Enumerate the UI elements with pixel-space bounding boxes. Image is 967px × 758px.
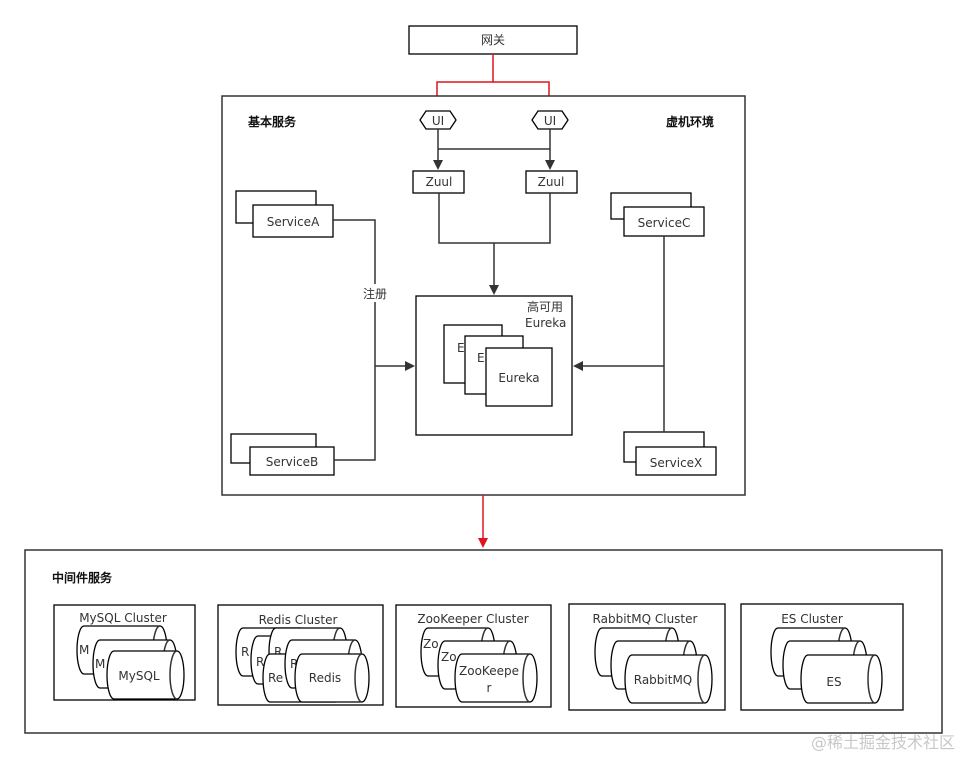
- cluster-front-label-wrap: r: [487, 681, 492, 695]
- ui-label: UI: [432, 114, 444, 128]
- rabbitmq-cluster: RabbitMQ Cluster RabbitMQ: [568, 603, 726, 711]
- zuul-label: Zuul: [426, 175, 453, 189]
- redis-cluster: Redis Cluster R R R Re R Redis: [217, 604, 384, 706]
- zuul-node-left: Zuul: [412, 170, 465, 194]
- eureka-front-label: Eureka: [498, 371, 539, 385]
- middleware-label: 中间件服务: [52, 570, 113, 585]
- cluster-back-label: R: [290, 657, 298, 671]
- zuul-node-right: Zuul: [525, 170, 578, 194]
- cluster-front-label: Redis: [309, 671, 341, 685]
- vm-env-label: 虚机环境: [666, 114, 714, 129]
- vm-section-label: 基本服务: [247, 114, 297, 129]
- cluster-front-label: RabbitMQ: [634, 673, 693, 687]
- es-cluster: ES Cluster ES: [740, 603, 904, 711]
- cluster-back-label: R: [256, 655, 264, 669]
- register-connector: 注册: [333, 219, 415, 461]
- cluster-title: MySQL Cluster: [79, 611, 167, 625]
- service-a-node: ServiceA: [235, 190, 334, 238]
- cluster-back-label: Zo: [441, 650, 457, 664]
- register-label: 注册: [363, 286, 387, 301]
- mysql-cluster: MySQL Cluster M M MySQL: [53, 604, 196, 701]
- service-a-label: ServiceA: [267, 215, 320, 229]
- service-c-x-connector: [573, 236, 665, 432]
- eureka-back-label: E: [457, 341, 465, 355]
- cluster-front-label: ES: [826, 675, 841, 689]
- ui-to-zuul-connector: [433, 129, 555, 170]
- eureka-ha-box: 高可用 Eureka E E Eureka: [415, 295, 573, 436]
- service-b-node: ServiceB: [230, 433, 335, 476]
- cluster-title: ZooKeeper Cluster: [417, 612, 528, 626]
- cluster-back-label: Zo: [423, 637, 439, 651]
- watermark: @稀土掘金技术社区: [811, 733, 955, 752]
- zuul-to-eureka-connector: [438, 193, 551, 295]
- zuul-label: Zuul: [538, 175, 565, 189]
- zookeeper-cluster: ZooKeeper Cluster Zo Zo ZooKeepe r: [395, 604, 552, 708]
- cluster-back-label: M: [95, 657, 105, 671]
- cluster-back-label: Re: [268, 671, 283, 685]
- service-c-label: ServiceC: [638, 216, 691, 230]
- service-x-label: ServiceX: [650, 456, 703, 470]
- cluster-back-label: M: [79, 643, 89, 657]
- cluster-back-label: R: [274, 645, 282, 659]
- eureka-title-line2: Eureka: [525, 316, 566, 330]
- eureka-back-label: E: [477, 351, 485, 365]
- cluster-title: Redis Cluster: [259, 613, 338, 627]
- service-b-label: ServiceB: [266, 455, 319, 469]
- eureka-title-line1: 高可用: [527, 299, 563, 314]
- service-x-node: ServiceX: [623, 431, 717, 476]
- cluster-title: RabbitMQ Cluster: [593, 612, 698, 626]
- ui-node-left: UI: [419, 110, 457, 130]
- ui-label: UI: [544, 114, 556, 128]
- cluster-front-label: MySQL: [118, 669, 160, 683]
- ui-node-right: UI: [531, 110, 569, 130]
- service-c-node: ServiceC: [610, 192, 705, 237]
- gateway-node: 网关: [408, 25, 578, 55]
- cluster-back-label: R: [241, 645, 249, 659]
- cluster-front-label: ZooKeepe: [459, 664, 519, 678]
- gateway-label: 网关: [481, 33, 505, 47]
- cluster-title: ES Cluster: [781, 612, 843, 626]
